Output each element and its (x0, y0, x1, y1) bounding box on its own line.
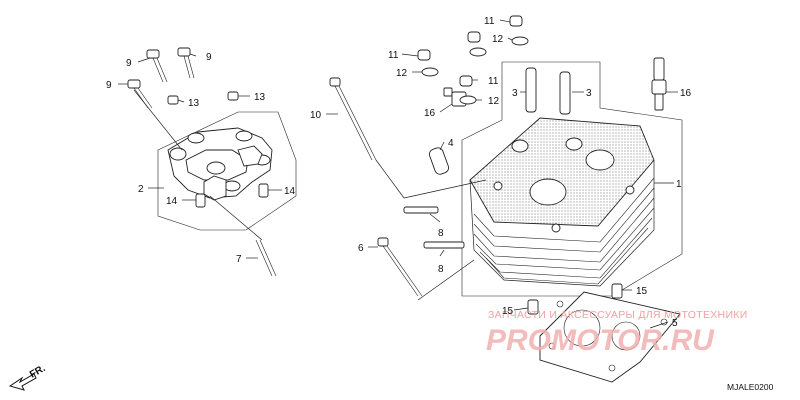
callout-11-a: 11 (484, 16, 495, 27)
bolt-9-a (127, 79, 153, 109)
stud-8-a (403, 206, 439, 214)
callout-13-a: 13 (188, 98, 200, 109)
callout-13-b: 13 (254, 92, 266, 103)
dowel-15-b (611, 283, 623, 299)
callout-4: 4 (448, 138, 454, 149)
callout-lines (118, 19, 678, 329)
callout-9-b: 9 (206, 52, 212, 63)
callout-1: 1 (676, 179, 682, 190)
callout-9-a: 9 (126, 58, 132, 69)
callout-3-left: 3 (512, 88, 518, 99)
callout-8-upper: 8 (438, 228, 444, 239)
front-label: FR. (28, 363, 48, 381)
front-arrow-icon (8, 373, 37, 391)
callout-6: 6 (358, 243, 364, 254)
front-direction-indicator: FR. (8, 363, 48, 391)
callout-15-b: 15 (502, 306, 514, 317)
callout-12-b: 12 (396, 68, 408, 79)
callout-12-c: 12 (488, 96, 500, 107)
callout-16-a: 16 (680, 88, 692, 99)
watermark-logo: PROMOTOR.RU (486, 324, 715, 357)
callout-2: 2 (138, 184, 144, 195)
nut-washer-set (417, 15, 529, 105)
stud-bolt-10 (329, 77, 487, 199)
cylinder-head (461, 61, 683, 297)
callout-12-a: 12 (492, 34, 504, 45)
stud-8-b (423, 241, 465, 249)
tube-4 (428, 147, 450, 175)
callout-5: 5 (672, 318, 678, 329)
watermark-tagline: ЗАПЧАСТИ И АКСЕССУАРЫ ДЛЯ МОТОТЕХНИКИ (488, 309, 748, 321)
callout-16-b: 16 (424, 108, 436, 119)
spark-plug-right (651, 57, 667, 111)
watermark: ЗАПЧАСТИ И АКСЕССУАРЫ ДЛЯ МОТОТЕХНИКИ PR… (486, 309, 748, 357)
callout-15-a: 15 (636, 286, 648, 297)
valve-guide-a (525, 67, 537, 113)
callout-numbers: 1 2 3 3 4 5 6 7 8 8 9 9 9 10 11 11 11 12… (106, 16, 692, 329)
callout-9-c: 9 (106, 80, 112, 91)
callout-11-b: 11 (388, 50, 399, 61)
callout-14-b: 14 (284, 186, 296, 197)
valve-guide-b (559, 71, 571, 115)
bolt-9-c (177, 47, 195, 79)
dowel-15-a (527, 299, 539, 315)
stud-7 (255, 239, 277, 277)
diagram-ref-code: MJALE0200 (727, 382, 774, 392)
callout-3-right: 3 (586, 88, 592, 99)
head-gasket (539, 291, 681, 383)
callout-14-a: 14 (166, 196, 178, 207)
callout-7: 7 (236, 254, 242, 265)
callout-8-lower: 8 (438, 264, 444, 275)
bolt-6 (377, 237, 475, 301)
bolt-9-b (146, 49, 168, 83)
callout-11-c: 11 (488, 76, 499, 87)
callout-10: 10 (310, 110, 322, 121)
rocker-arm-assembly (127, 47, 297, 277)
